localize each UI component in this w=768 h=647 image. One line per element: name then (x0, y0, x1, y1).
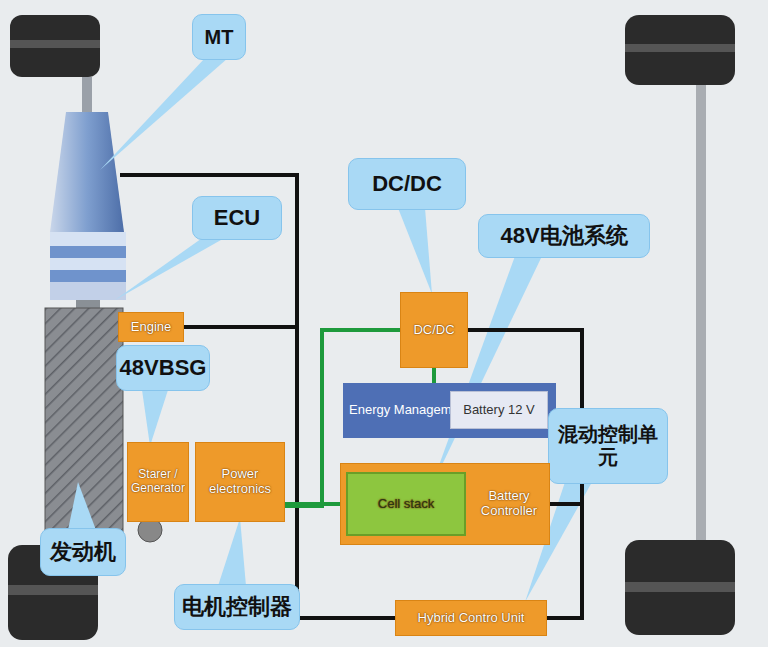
node-label: ECU (214, 205, 260, 230)
callout-bubble: DC/DC (348, 158, 466, 210)
node-label: Battery Controller (473, 489, 545, 519)
node-label: 48VBSG (120, 355, 207, 380)
cell-stack-box: Cell stack (346, 472, 466, 536)
generator-box: Starer / Generator (127, 442, 189, 522)
node-label: Cell stack (378, 497, 434, 512)
control-unit-box: Hybrid Contro Unit (395, 600, 547, 636)
node-label: DC/DC (372, 171, 442, 196)
node-label: 电机控制器 (182, 594, 292, 619)
connector-line (547, 504, 582, 618)
transmission (50, 112, 124, 232)
node-label: 48V电池系统 (500, 223, 627, 248)
converter-box: DC/DC (400, 292, 468, 368)
callout-bubble: 48VBSG (116, 345, 210, 391)
signal-wire (120, 175, 297, 327)
callout-bubble: 电机控制器 (174, 584, 300, 630)
node-label: Power electronics (199, 467, 281, 497)
engine-box: Engine (118, 312, 184, 342)
rear-axle (696, 85, 706, 540)
wheels (8, 15, 735, 640)
node-label: DC/DC (413, 323, 454, 338)
shaft (82, 77, 92, 113)
wheel-tread (8, 40, 735, 595)
node-label: 混动控制单元 (556, 423, 660, 469)
node-label: Engine (131, 320, 171, 335)
connector-line (432, 368, 436, 383)
node-label: MT (205, 26, 234, 49)
node-label: Hybrid Contro Unit (418, 611, 525, 626)
callout-bubble: 48V电池系统 (478, 214, 650, 258)
transmission-rings (50, 232, 126, 308)
callout-bubble: ECU (192, 196, 282, 240)
engine-block (45, 308, 123, 546)
energy-band: Energy ManagementBattery 12 V (343, 383, 556, 438)
node-label: 发动机 (50, 539, 116, 564)
callout-bubble: 发动机 (40, 528, 126, 576)
callout-bubble: 混动控制单元 (548, 408, 668, 484)
node-label: Battery 12 V (463, 403, 535, 418)
battery-box: Battery 12 V (450, 391, 548, 429)
battery-controller-box: Battery Controller Cell stack (340, 463, 550, 545)
controller-box: Power electronics (195, 442, 285, 522)
callout-bubble: MT (192, 14, 246, 60)
node-label: Starer / Generator (131, 468, 185, 496)
